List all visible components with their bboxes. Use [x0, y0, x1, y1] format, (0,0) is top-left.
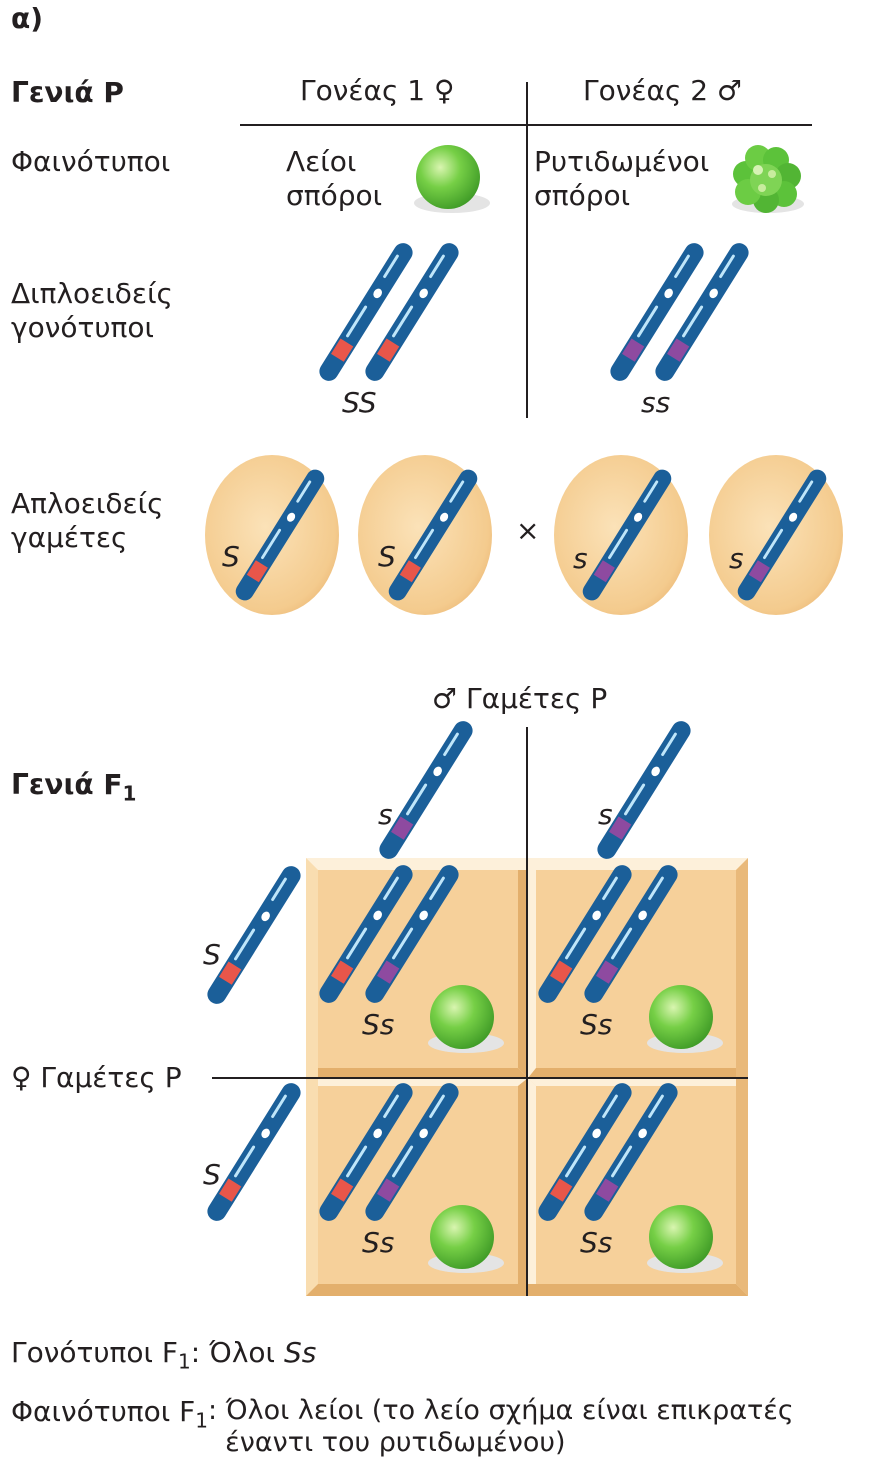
- gamete-3: [554, 455, 688, 615]
- f1-title-main: Γενιά F: [11, 768, 123, 801]
- f1-generation-title: Γενιά F1: [11, 768, 136, 806]
- male-gamete-2-allele: s: [598, 798, 613, 831]
- parent2-header: Γονέας 2 ♂: [583, 74, 742, 108]
- parent1-header: Γονέας 1 ♀: [300, 74, 455, 108]
- panel-label: α): [11, 2, 44, 35]
- genotypes-text: : Όλοι: [190, 1336, 284, 1369]
- female-symbol: ♀: [434, 74, 455, 107]
- female-gamete-chromosome-1: [211, 872, 298, 999]
- cell-3-genotype: Ss: [362, 1226, 395, 1259]
- p-generation-title: Γενιά P: [11, 76, 124, 109]
- cross-symbol: ×: [516, 514, 540, 547]
- cell-1-genotype: Ss: [362, 1008, 395, 1041]
- gamete-1-allele: S: [222, 540, 240, 573]
- female-gamete-chromosome-2: [211, 1089, 298, 1216]
- genotypes-prefix: Γονότυποι F: [11, 1336, 179, 1369]
- phenotypes-row-label: Φαινότυποι: [11, 145, 171, 178]
- diploid-row-label: Διπλοειδείς γονότυποι: [11, 277, 173, 344]
- male-gametes-label: Γαμέτες P: [466, 682, 608, 715]
- gamete-4-allele: s: [729, 542, 744, 575]
- female-gametes-header: ♀ Γαμέτες P: [11, 1061, 182, 1095]
- f1-title-sub: 1: [122, 781, 137, 806]
- male-gamete-chromosome-1: [383, 727, 470, 854]
- haploid-row-label: Απλοειδείς γαμέτες: [11, 487, 164, 554]
- f1-genotypes-summary: Γονότυποι F1: Όλοι Ss: [11, 1336, 316, 1374]
- cell-2-genotype: Ss: [580, 1008, 613, 1041]
- gamete-2-allele: S: [378, 540, 396, 573]
- parent1-genotype: SS: [342, 386, 377, 419]
- male-gametes-header: ♂ Γαμέτες P: [432, 682, 607, 716]
- female-gamete-2-allele: S: [203, 1158, 221, 1191]
- female-gamete-1-allele: S: [203, 938, 221, 971]
- genotypes-sub: 1: [178, 1349, 191, 1374]
- parent2-chromosome-pair: [614, 249, 746, 376]
- female-symbol: ♀: [11, 1061, 32, 1094]
- gamete-2: [358, 455, 492, 615]
- genotypes-value: Ss: [283, 1336, 317, 1369]
- female-gametes-label: Γαμέτες P: [40, 1061, 182, 1094]
- gamete-4: [709, 455, 843, 615]
- phenotypes-text: : Όλοι λείοι (το λείο σχήμα είναι επικρα…: [208, 1395, 794, 1459]
- f1-phenotypes-summary: Φαινότυποι F1: Όλοι λείοι (το λείο σχήμα…: [11, 1395, 794, 1460]
- parent2-genotype: ss: [641, 386, 671, 419]
- male-symbol: ♂: [717, 74, 743, 107]
- parent1-phenotype: Λείοι σπόροι: [286, 145, 383, 212]
- male-gamete-1-allele: s: [378, 798, 393, 831]
- parent2-label: Γονέας 2: [583, 74, 709, 107]
- male-gamete-chromosome-2: [601, 727, 688, 854]
- parent2-phenotype: Ρυτιδωμένοι σπόροι: [534, 145, 710, 212]
- cell-4-genotype: Ss: [580, 1226, 613, 1259]
- male-symbol: ♂: [432, 682, 458, 715]
- phenotypes-prefix: Φαινότυποι F: [11, 1395, 196, 1428]
- parent1-label: Γονέας 1: [300, 74, 426, 107]
- gamete-3-allele: s: [573, 542, 588, 575]
- phenotypes-sub: 1: [195, 1408, 209, 1433]
- parent1-chromosome-pair: [323, 249, 456, 376]
- wrinkled-seed-icon: [732, 145, 804, 213]
- smooth-seed-icon: [414, 145, 490, 213]
- gamete-1: [205, 455, 339, 615]
